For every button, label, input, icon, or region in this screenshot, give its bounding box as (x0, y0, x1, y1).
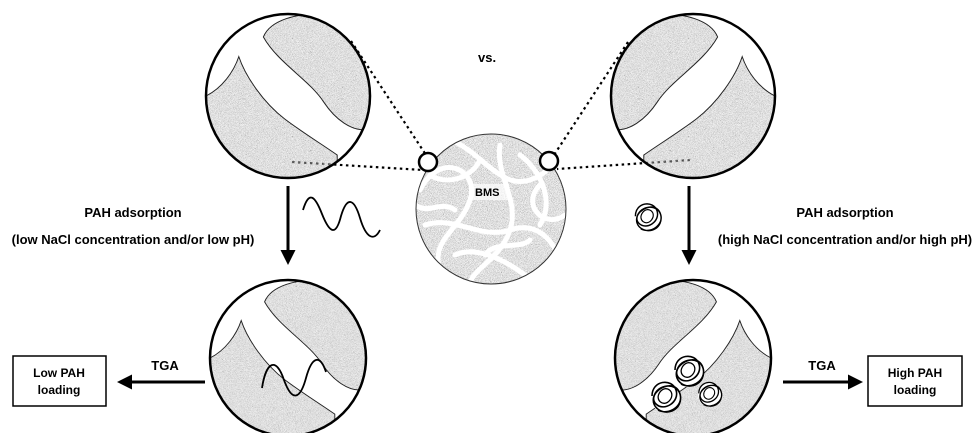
low-loading-box (13, 356, 106, 406)
pore-zoom-top-left (206, 14, 370, 178)
right-tga-label: TGA (808, 358, 836, 373)
left-step-condition: (low NaCl concentration and/or low pH) (12, 232, 255, 247)
right-step-condition: (high NaCl concentration and/or high pH) (718, 232, 972, 247)
high-loading-line1: High PAH (888, 366, 942, 380)
pore-zoom-bottom-right (615, 280, 771, 433)
bms-particle: BMS (415, 134, 566, 285)
high-loading-box (868, 356, 962, 406)
coiled-chain-icon (635, 204, 661, 231)
pore-zoom-top-right (611, 14, 775, 178)
particle-label: BMS (475, 187, 499, 199)
vs-label: vs. (478, 50, 496, 65)
extended-chain-icon (303, 198, 380, 237)
low-loading-line1: Low PAH (33, 366, 85, 380)
right-step-title: PAH adsorption (796, 205, 893, 220)
high-loading-line2: loading (894, 383, 937, 397)
zoom-origin-left (419, 153, 437, 171)
left-tga-label: TGA (151, 358, 179, 373)
low-loading-line2: loading (38, 383, 81, 397)
left-step-title: PAH adsorption (84, 205, 181, 220)
pore-zoom-bottom-left (210, 280, 366, 433)
zoom-origin-right (540, 152, 558, 170)
